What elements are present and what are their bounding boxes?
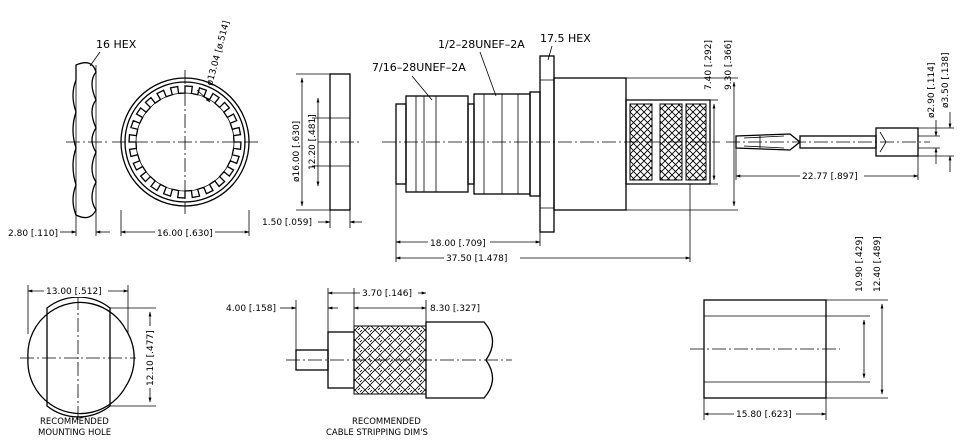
- nut-hex-label: 16 HEX: [96, 38, 137, 51]
- dim-7-40: 7.40 [.292]: [704, 40, 714, 90]
- cable-stripping-view: 4.00 [.158] 3.70 [.146] 8.30 [.327] RECO…: [226, 286, 512, 438]
- washer-od-dim: ø16.00 [.630]: [292, 121, 302, 182]
- connector-body: 7/16–28UNEF–2A 1/2–28UNEF–2A 17.5 HEX 7.…: [372, 32, 738, 264]
- strip-dim-3-70: 3.70 [.146]: [362, 289, 412, 299]
- center-pin: ø2.90 [.114] ø3.50 [.138] 22.77 [.897]: [726, 53, 954, 182]
- hex-17-5-label: 17.5 HEX: [540, 32, 591, 45]
- strip-dim-8-30: 8.30 [.327]: [430, 304, 480, 314]
- nut-thickness-dim: 2.80 [.110]: [8, 229, 58, 239]
- dim-18: 18.00 [.709]: [430, 239, 486, 249]
- nut-thread-dia-dim: ø13.04 [ø.514]: [205, 20, 232, 87]
- washer-thick-dim: 1.50 [.059]: [262, 218, 312, 228]
- washer-id-dim: 12.20 [.481]: [308, 114, 318, 170]
- washer-side-view: ø16.00 [.630] 12.20 [.481] 1.50 [.059]: [262, 73, 362, 228]
- nut-dia-dim: 16.00 [.630]: [157, 229, 213, 239]
- pin-dim-22-77: 22.77 [.897]: [802, 172, 858, 182]
- mount-width-dim: 13.00 [.512]: [46, 287, 102, 297]
- ferrule-dim-12-40: 12.40 [.489]: [873, 236, 883, 292]
- strip-caption-1: RECOMMENDED: [352, 417, 421, 427]
- ferrule-view: 10.90 [.429] 12.40 [.489] 15.80 [.623]: [690, 236, 888, 420]
- ferrule-dim-10-90: 10.90 [.429]: [855, 236, 865, 292]
- ferrule-dim-15-80: 15.80 [.623]: [736, 410, 792, 420]
- mount-height-dim: 12.10 [.477]: [146, 330, 156, 386]
- thread-front-label: 7/16–28UNEF–2A: [372, 61, 466, 74]
- thread-rear-label: 1/2–28UNEF–2A: [438, 38, 525, 51]
- mount-caption-2: MOUNTING HOLE: [38, 428, 111, 438]
- dim-37-5: 37.50 [1.478]: [446, 254, 507, 264]
- strip-dim-4: 4.00 [.158]: [226, 304, 276, 314]
- dim-9-30: 9.30 [.366]: [724, 40, 734, 90]
- mounting-hole-view: 13.00 [.512] 12.10 [.477] RECOMMENDED MO…: [20, 284, 156, 438]
- pin-dim-2-90: ø2.90 [.114]: [927, 63, 937, 118]
- nut-side-view: 2.80 [.110] 16 HEX: [8, 38, 137, 239]
- nut-front-view: 16.00 [.630] ø13.04 [ø.514]: [112, 20, 258, 239]
- mount-caption-1: RECOMMENDED: [40, 417, 109, 427]
- strip-caption-2: CABLE STRIPPING DIM'S: [326, 428, 428, 438]
- pin-dim-3-50: ø3.50 [.138]: [941, 53, 951, 108]
